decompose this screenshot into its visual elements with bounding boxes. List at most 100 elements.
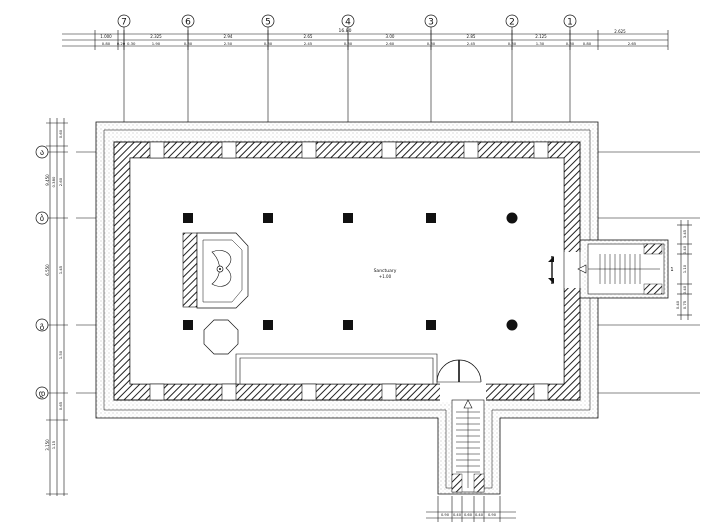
top-dim-label: 0.80 xyxy=(583,41,592,46)
left-dim-label: 1.15 xyxy=(51,440,56,449)
left-dim-label: 0.380 xyxy=(51,176,56,187)
top-dim-label: 2.65 xyxy=(628,41,637,46)
column xyxy=(183,213,193,223)
top-dim-label: 0.80 xyxy=(102,41,111,46)
left-dim-label: 0.65 xyxy=(58,401,63,410)
window xyxy=(463,141,479,159)
bottom-dim-label: 0.90 xyxy=(488,513,497,517)
top-dim-label: 2.85 xyxy=(467,34,476,39)
top-dims-row1: 1.000 2.325 2.94 2.65 3.00 2.85 2.125 2.… xyxy=(100,29,626,39)
top-dim-label: 2.45 xyxy=(467,41,476,46)
south-stair xyxy=(451,399,485,493)
baptismal-font xyxy=(182,232,249,309)
grid-bubble-1: 1 xyxy=(563,14,577,28)
right-dim-label: 0.40 xyxy=(682,245,687,254)
bottom-dimension-lines xyxy=(426,496,516,522)
left-dims-inner: 0.60 0.380 2.60 1.45 1.50 0.65 1.15 xyxy=(51,129,63,449)
top-dim-label: 1.90 xyxy=(152,41,161,46)
left-dimension-lines xyxy=(49,118,65,496)
right-dimension-lines xyxy=(677,220,692,320)
grid-bubble-row-d: დ xyxy=(35,386,49,400)
window xyxy=(381,141,397,159)
window xyxy=(533,383,549,401)
bottom-dim-label: 0.60 xyxy=(464,513,473,517)
left-dim-label: 6.550 xyxy=(45,264,50,276)
column xyxy=(426,320,436,330)
room-name-label: Sanctuary xyxy=(374,268,397,274)
left-dim-label: 0.60 xyxy=(58,129,63,138)
columns xyxy=(183,212,518,331)
stair-marker-label: 1 xyxy=(670,267,673,273)
top-dim-label: 0.30 xyxy=(127,41,136,46)
column xyxy=(426,213,436,223)
top-dim-label: 2.50 xyxy=(224,41,233,46)
window xyxy=(533,141,549,159)
grid-bubble-6: 6 xyxy=(181,14,195,28)
top-dim-label: 3.00 xyxy=(386,34,395,39)
right-dims: 3.45 0.40 1.10 0.40 0.75 0.40 xyxy=(675,229,687,309)
left-dim-label: 3.150 xyxy=(45,439,50,451)
right-dim-label: 0.75 xyxy=(682,300,687,309)
top-dim-label: 2.625 xyxy=(614,29,626,34)
grid-bubble-label: დ xyxy=(39,389,46,398)
right-dim-label: 0.40 xyxy=(675,300,680,309)
east-stair: 1 xyxy=(577,243,674,295)
bottom-dims: 0.90 0.40 0.60 0.40 0.90 xyxy=(441,513,497,517)
left-dim-label: 1.45 xyxy=(58,265,63,274)
window xyxy=(149,141,165,159)
room-level-label: +1.00 xyxy=(379,274,392,279)
interior-partition xyxy=(235,353,438,384)
top-dim-label: 2.94 xyxy=(224,34,233,39)
column xyxy=(506,319,518,331)
grid-bubble-row-b: ბ xyxy=(35,211,49,225)
left-dim-label: 1.50 xyxy=(58,350,63,359)
window xyxy=(221,141,237,159)
right-dim-label: 1.10 xyxy=(682,264,687,273)
grid-bubble-label: 3 xyxy=(428,18,434,28)
grid-column-markers: 7 6 5 4 3 2 1 xyxy=(117,14,577,28)
column xyxy=(506,212,518,224)
bottom-windows xyxy=(149,383,549,401)
bottom-dim-label: 0.40 xyxy=(453,513,462,517)
top-dim-label: 1.30 xyxy=(536,41,545,46)
window xyxy=(221,383,237,401)
top-dim-label: 0.20 xyxy=(117,41,126,46)
window xyxy=(381,383,397,401)
grid-bubble-2: 2 xyxy=(505,14,519,28)
grid-bubble-label: 5 xyxy=(265,18,271,28)
window xyxy=(149,383,165,401)
bottom-dim-label: 0.90 xyxy=(441,513,450,517)
top-dim-label: 2.60 xyxy=(386,41,395,46)
column xyxy=(263,320,273,330)
left-dim-ticks xyxy=(46,122,68,495)
top-dim-label: 2.45 xyxy=(304,41,313,46)
grid-bubble-row-a: ა xyxy=(35,145,49,159)
grid-bubble-row-g: გ xyxy=(35,318,49,332)
left-dim-label: 2.60 xyxy=(58,177,63,186)
right-dim-label: 0.40 xyxy=(682,285,687,294)
octagonal-pedestal xyxy=(203,319,239,355)
left-dim-label: 9.450 xyxy=(45,174,50,186)
grid-row-markers: ა ბ გ დ xyxy=(35,145,49,400)
grid-bubble-label: 1 xyxy=(567,18,573,28)
top-dims-row2: 0.80 0.20 0.30 1.90 0.30 2.50 0.30 2.45 … xyxy=(102,41,637,46)
grid-bubble-label: 2 xyxy=(509,18,515,28)
grid-bubble-7: 7 xyxy=(117,14,131,28)
grid-bubble-4: 4 xyxy=(341,14,355,28)
bottom-dim-label: 0.40 xyxy=(475,513,484,517)
top-dim-label: 2.65 xyxy=(304,34,313,39)
right-dim-label: 3.45 xyxy=(682,229,687,238)
south-door xyxy=(436,359,486,402)
top-dim-label: 2.125 xyxy=(535,34,547,39)
grid-bubble-label: ა xyxy=(40,148,44,157)
column xyxy=(263,213,273,223)
grid-bubble-3: 3 xyxy=(424,14,438,28)
grid-bubble-label: 4 xyxy=(345,18,351,28)
grid-bubble-label: გ xyxy=(40,321,45,330)
left-dims-outer: 9.450 6.550 3.150 xyxy=(45,174,50,451)
overall-dimension: 16.80 xyxy=(339,28,352,34)
window xyxy=(301,141,317,159)
column xyxy=(183,320,193,330)
top-windows xyxy=(149,141,549,159)
